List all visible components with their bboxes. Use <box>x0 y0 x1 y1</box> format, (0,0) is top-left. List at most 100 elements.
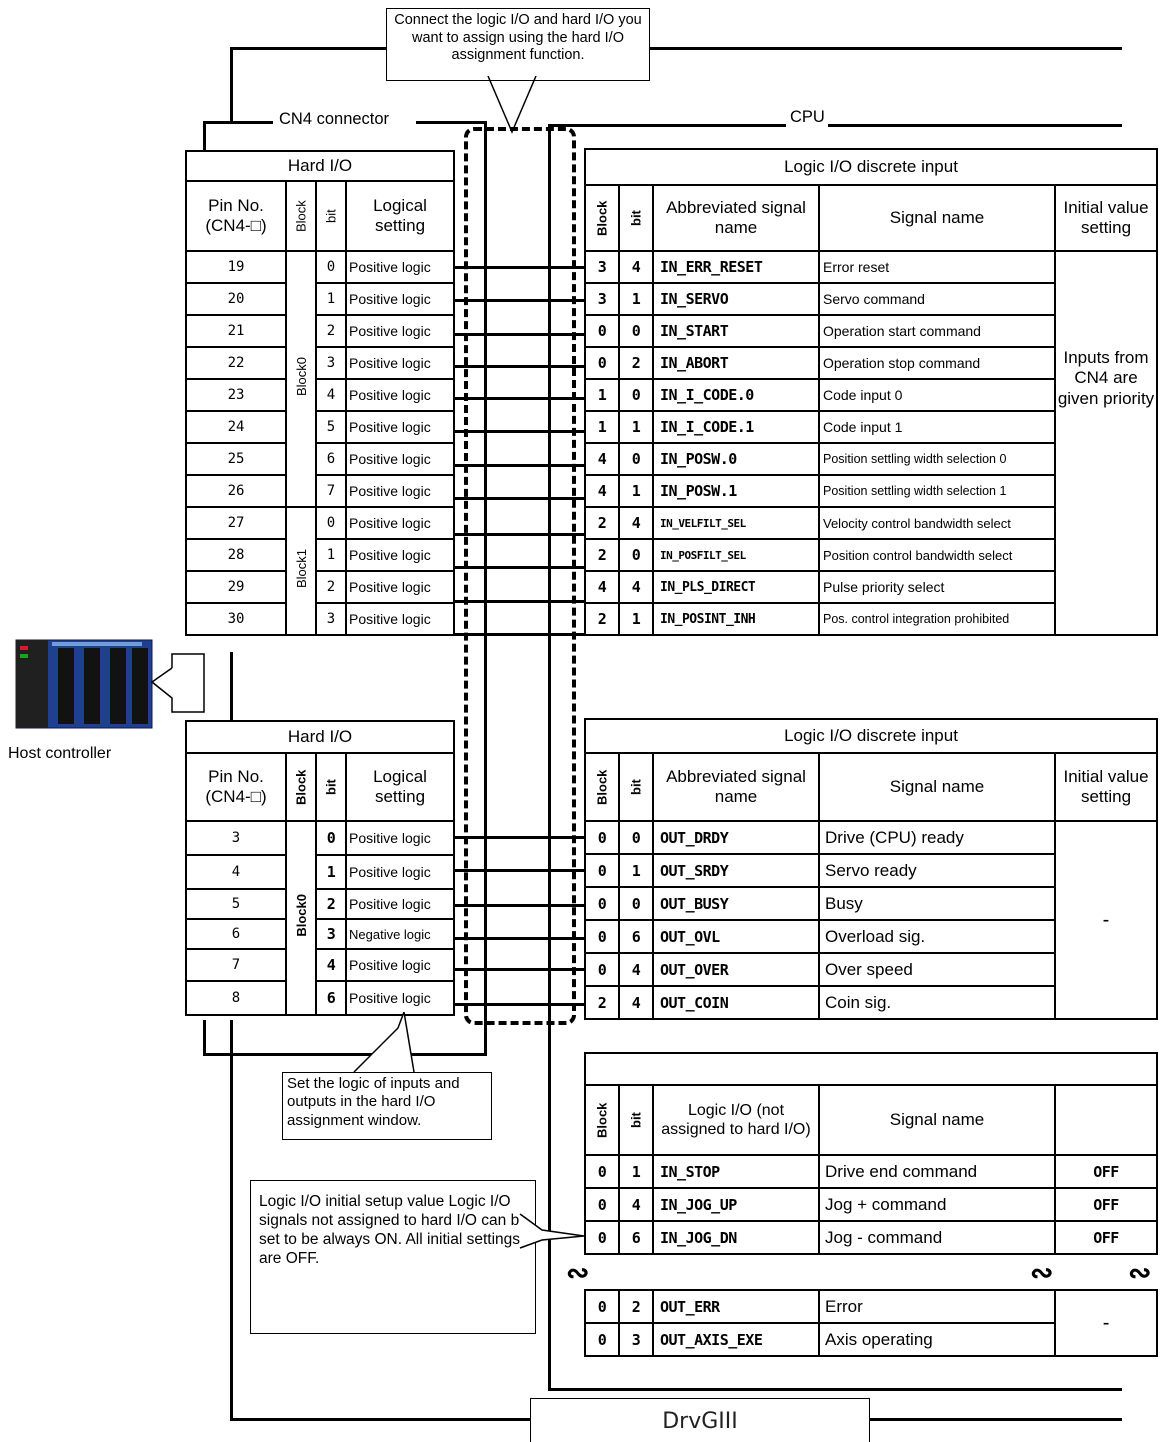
logic-io-top-title: Logic I/O discrete input <box>585 149 1157 185</box>
table-row-logic[interactable]: Positive logic <box>346 855 454 889</box>
connection-line <box>453 397 584 400</box>
host-controller-label: Host controller <box>8 745 111 763</box>
table-row-pin: 4 <box>186 855 286 889</box>
table-row-bit: 3 <box>316 603 346 635</box>
table-row-signal: Axis operating <box>819 1323 1055 1356</box>
table-break-row <box>585 1254 1157 1290</box>
table-row-logic[interactable]: Positive logic <box>346 283 454 315</box>
table-row-block: 0 <box>585 1155 619 1188</box>
table-row-pin: 20 <box>186 283 286 315</box>
logic-setting-callout-pointer <box>340 1012 430 1074</box>
hard-io-bottom-title: Hard I/O <box>186 721 454 753</box>
table-row-logic[interactable]: Positive logic <box>346 411 454 443</box>
table-row-logic[interactable]: Positive logic <box>346 443 454 475</box>
table-row-bit: 4 <box>619 251 653 283</box>
table-row-bit: 0 <box>619 539 653 571</box>
connection-line <box>453 333 584 336</box>
table-row-init[interactable]: OFF <box>1055 1155 1157 1188</box>
table-row-bit: 1 <box>619 283 653 315</box>
col-init-header <box>1055 1085 1157 1155</box>
table-row-bit: 4 <box>619 571 653 603</box>
table-row-logic[interactable]: Positive logic <box>346 507 454 539</box>
table-row-pin: 19 <box>186 251 286 283</box>
table-row-logic[interactable]: Positive logic <box>346 251 454 283</box>
table-row-block: 0 <box>585 887 619 920</box>
connection-line <box>453 836 584 839</box>
col-abbr-header: Abbreviated signal name <box>653 753 819 821</box>
table-row-logic[interactable]: Positive logic <box>346 981 454 1015</box>
table-row-logic[interactable]: Positive logic <box>346 889 454 919</box>
col-bit-header: bit <box>619 1085 653 1155</box>
col-signal-header: Signal name <box>819 753 1055 821</box>
logic-io-top-table: Logic I/O discrete input Block bit Abbre… <box>584 148 1158 636</box>
table-row-bit: 0 <box>619 315 653 347</box>
connection-line <box>453 299 584 302</box>
table-row-bit: 2 <box>316 571 346 603</box>
break-mark-icon: ∾ <box>1128 1256 1151 1289</box>
table-row-bit: 4 <box>619 1188 653 1221</box>
col-init-header: Initial value setting <box>1055 753 1157 821</box>
table-row-init[interactable]: OFF <box>1055 1221 1157 1254</box>
connection-line <box>453 937 584 940</box>
table-row-pin: 5 <box>186 889 286 919</box>
init-value-cell: - <box>1055 821 1157 1019</box>
table-row-logic[interactable]: Positive logic <box>346 821 454 855</box>
table-row-abbr: IN_ABORT <box>653 347 819 379</box>
table-row-bit: 6 <box>619 920 653 953</box>
table-row-abbr: IN_JOG_UP <box>653 1188 819 1221</box>
table-row-pin: 29 <box>186 571 286 603</box>
table-row-block: 4 <box>585 443 619 475</box>
table-row-logic[interactable]: Positive logic <box>346 347 454 379</box>
table-row-logic[interactable]: Positive logic <box>346 379 454 411</box>
connection-line <box>453 904 584 907</box>
assignment-dashed-box <box>464 127 576 1025</box>
table-row-logic[interactable]: Positive logic <box>346 315 454 347</box>
col-signal-header: Signal name <box>819 185 1055 251</box>
table-row-abbr: OUT_AXIS_EXE <box>653 1323 819 1356</box>
table-row-abbr: OUT_COIN <box>653 986 819 1019</box>
connection-line <box>453 533 584 536</box>
table-row-signal: Operation stop command <box>819 347 1055 379</box>
table-row-bit: 1 <box>619 475 653 507</box>
cn4-frame-left <box>203 121 206 151</box>
table-row-block: 0 <box>585 953 619 986</box>
table-row-signal: Pulse priority select <box>819 571 1055 603</box>
table-row-pin: 3 <box>186 821 286 855</box>
table-row-abbr: OUT_BUSY <box>653 887 819 920</box>
table-row-logic[interactable]: Positive logic <box>346 475 454 507</box>
block1-label: Block1 <box>294 549 309 588</box>
table-row-bit: 1 <box>619 854 653 887</box>
table-row-logic[interactable]: Positive logic <box>346 539 454 571</box>
col-block-header: Block <box>585 185 619 251</box>
table-row-signal: Drive end command <box>819 1155 1055 1188</box>
table-row-bit: 3 <box>316 919 346 949</box>
logic-setting-callout: Set the logic of inputs and outputs in t… <box>282 1072 492 1140</box>
block1-cell: Block1 <box>286 507 316 635</box>
table-row-signal: Velocity control bandwidth select <box>819 507 1055 539</box>
table-row-logic[interactable]: Positive logic <box>346 571 454 603</box>
cpu-label: CPU <box>788 108 827 127</box>
col-bit-header: bit <box>316 181 346 251</box>
table-row-logic[interactable]: Positive logic <box>346 603 454 635</box>
table-row-block: 2 <box>585 603 619 635</box>
table-row-abbr: OUT_SRDY <box>653 854 819 887</box>
hard-io-top-table: Hard I/O Pin No. (CN4-□) Block bit Logic… <box>185 150 455 636</box>
table-row-abbr: OUT_OVL <box>653 920 819 953</box>
table-row-abbr: IN_JOG_DN <box>653 1221 819 1254</box>
table-row-bit: 2 <box>619 1290 653 1323</box>
initial-value-callout-pointer <box>518 1212 588 1252</box>
col-signal-header: Signal name <box>819 1085 1055 1155</box>
initial-value-callout-text: Logic I/O initial setup value Logic I/O … <box>259 1193 528 1267</box>
table-row-init[interactable]: OFF <box>1055 1188 1157 1221</box>
table-row-logic[interactable]: Negative logic <box>346 919 454 949</box>
table-row-logic[interactable]: Positive logic <box>346 949 454 981</box>
table-row-bit: 0 <box>619 887 653 920</box>
col-logic-header: Logic I/O (not assigned to hard I/O) <box>653 1085 819 1155</box>
logic-io-bottom-table: Logic I/O discrete input Block bit Abbre… <box>584 718 1158 1020</box>
table-row-signal: Servo command <box>819 283 1055 315</box>
table-row-bit: 2 <box>619 347 653 379</box>
table-row-abbr: OUT_OVER <box>653 953 819 986</box>
logic-setting-callout-text: Set the logic of inputs and outputs in t… <box>287 1075 460 1129</box>
table-row-abbr: IN_POSW.0 <box>653 443 819 475</box>
connection-line <box>453 266 584 269</box>
